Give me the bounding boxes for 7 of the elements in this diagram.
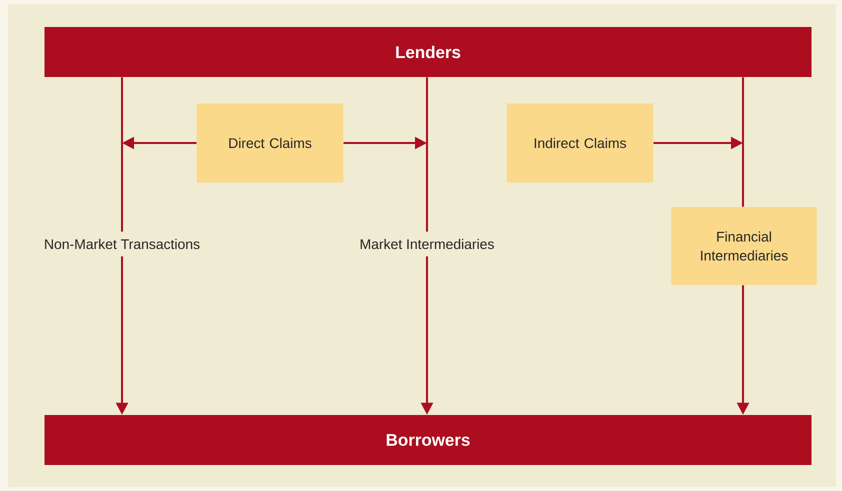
label-box: Indirect Claims xyxy=(506,104,654,182)
banner-bar: Lenders xyxy=(44,27,812,77)
label-box: Direct Claims xyxy=(196,104,344,182)
banner-bar: Borrowers xyxy=(44,415,812,465)
label-box: Financial Intermediaries xyxy=(671,207,817,285)
flow-label: Non-Market Transactions xyxy=(45,238,200,250)
flow-label: Market Intermediaries xyxy=(360,238,494,250)
